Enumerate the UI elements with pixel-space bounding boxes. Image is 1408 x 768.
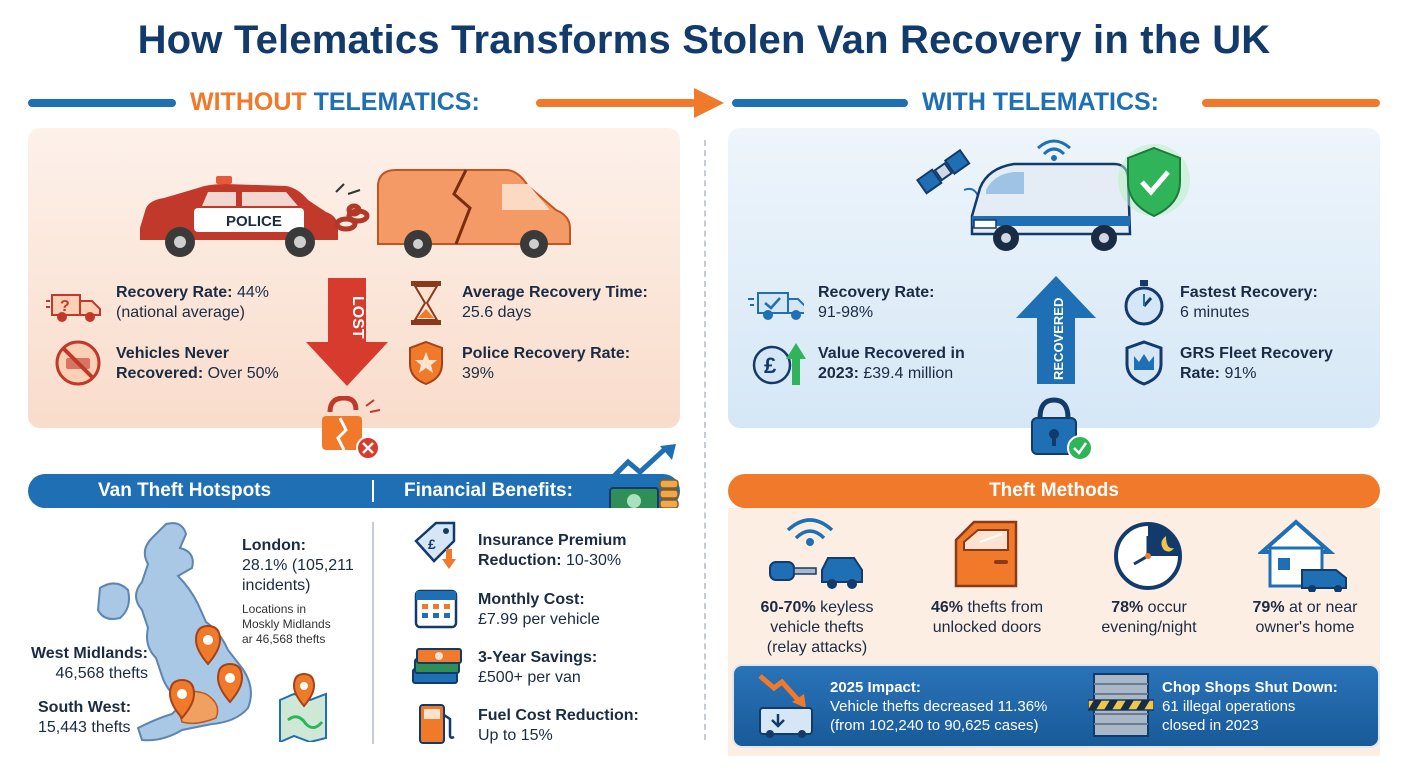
- broken-lock-icon: [322, 396, 381, 460]
- svg-text:£: £: [764, 353, 777, 378]
- financial-heading: Financial Benefits:: [404, 480, 573, 501]
- lost-down-arrow-icon: LOST: [306, 278, 388, 386]
- key-signal-icon: [769, 518, 863, 589]
- no-van-icon: [50, 340, 106, 386]
- center-divider: [704, 140, 706, 740]
- svg-text:£: £: [428, 536, 436, 552]
- pound-arrow-icon: £: [752, 340, 808, 386]
- without-recovery-rate: Recovery Rate: 44%(national average): [116, 284, 269, 321]
- van-question-icon: ?: [46, 280, 102, 326]
- header-arrow-bar: [536, 99, 696, 107]
- header-divider-left: [28, 99, 176, 107]
- folded-map-pin-icon: [279, 672, 327, 742]
- theft-methods-heading: Theft Methods: [989, 480, 1119, 501]
- hotspots-financial-header: [28, 474, 680, 508]
- police-recovery-rate: Police Recovery Rate:39%: [462, 345, 631, 382]
- hotspots-heading: Van Theft Hotspots: [98, 480, 272, 501]
- price-tag-icon: £: [408, 521, 464, 569]
- impact-box: [732, 664, 1380, 748]
- fuel-cost-reduction: Fuel Cost Reduction:Up to 15%: [478, 707, 639, 744]
- car-door-icon: [954, 520, 1018, 588]
- header-divider-right: [1202, 99, 1380, 107]
- calendar-icon: [408, 584, 464, 630]
- lost-label: LOST: [349, 296, 366, 339]
- fuel-pump-icon: [408, 700, 464, 746]
- header-separator: [372, 480, 374, 502]
- svg-text:?: ?: [60, 298, 70, 315]
- decrease-van-icon: [758, 674, 813, 738]
- uk-map-icon: [96, 522, 252, 742]
- police-label: POLICE: [226, 213, 282, 230]
- page-title: How Telematics Transforms Stolen Van Rec…: [137, 18, 1271, 62]
- satellite-van-shield-illustration: [915, 139, 1190, 251]
- hourglass-icon: [398, 280, 454, 326]
- with-telematics-heading: WITH TELEMATICS:: [922, 88, 1159, 116]
- cash-stack-icon: [408, 642, 464, 688]
- chop-shops-shut-down: Chop Shops Shut Down:61 illegal operatio…: [1162, 679, 1338, 734]
- three-year-savings: 3-Year Savings:£500+ per van: [478, 649, 598, 686]
- recovered-up-arrow-icon: RECOVERED: [1016, 276, 1096, 384]
- impact-2025: 2025 Impact:Vehicle thefts decreased 11.…: [830, 679, 1048, 734]
- fastest-recovery: Fastest Recovery:6 minutes: [1180, 284, 1318, 321]
- clock-moon-icon: [1114, 522, 1182, 590]
- right-arrow-icon: [694, 88, 724, 118]
- bottom-left-divider: [372, 522, 374, 744]
- stopwatch-icon: [1116, 280, 1172, 326]
- police-car-chain-van-illustration: POLICE: [140, 169, 571, 258]
- secure-lock-icon: [1031, 397, 1093, 461]
- south-west-stat: South West:15,443 thefts: [38, 699, 132, 736]
- without-telematics-heading: WITHOUT TELEMATICS:: [190, 88, 480, 116]
- hotspots-financial-section: [28, 508, 680, 756]
- header-divider-mid: [732, 99, 908, 107]
- shutter-barrier-icon: [1088, 673, 1154, 737]
- police-badge-icon: [398, 340, 454, 386]
- crown-shield-icon: [1116, 340, 1172, 386]
- west-midlands-stat: West Midlands:46,568 thefts: [30, 645, 148, 682]
- with-recovery-rate: Recovery Rate:91-98%: [818, 284, 935, 321]
- monthly-cost: Monthly Cost:£7.99 per vehicle: [478, 591, 600, 628]
- house-van-icon: [1258, 519, 1347, 592]
- recovered-label: RECOVERED: [1051, 298, 1066, 380]
- average-recovery-time: Average Recovery Time:25.6 days: [462, 284, 648, 321]
- van-check-icon: [748, 280, 804, 326]
- theft-methods-header: [728, 474, 1380, 508]
